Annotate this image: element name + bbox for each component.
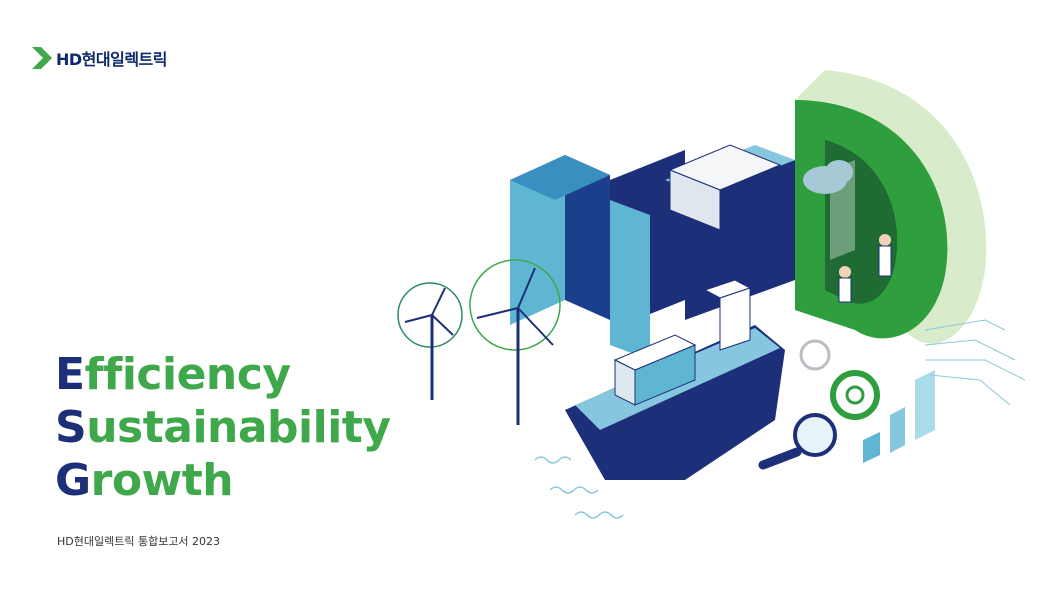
headline-line-growth: Growth — [55, 455, 234, 506]
server-rack — [668, 144, 782, 231]
cargo-ship — [565, 279, 785, 480]
isometric-illustration — [397, 70, 1026, 519]
wind-turbine-left — [397, 282, 463, 400]
report-subtitle: HD현대일렉트릭 통합보고서 2023 — [57, 535, 221, 548]
logo-text: HD현대일렉트릭 — [56, 50, 168, 69]
gear-icon — [799, 339, 880, 420]
circuit-lines — [924, 319, 1026, 406]
people-figures — [838, 234, 892, 303]
letter-d-shape — [795, 70, 987, 344]
logo-chevron-icon — [32, 47, 52, 69]
headline: Efficiency Sustainability Growth — [55, 348, 391, 507]
headline-line-sustainability: Sustainability — [55, 402, 391, 453]
water-waves — [534, 456, 624, 519]
bar-chart-blocks — [863, 370, 935, 463]
headline-line-efficiency: Efficiency — [55, 349, 291, 400]
magnifier-icon — [758, 413, 837, 470]
wind-turbine-right — [469, 259, 561, 425]
company-logo: HD현대일렉트릭 — [32, 44, 168, 72]
cloud-icon — [803, 160, 853, 194]
